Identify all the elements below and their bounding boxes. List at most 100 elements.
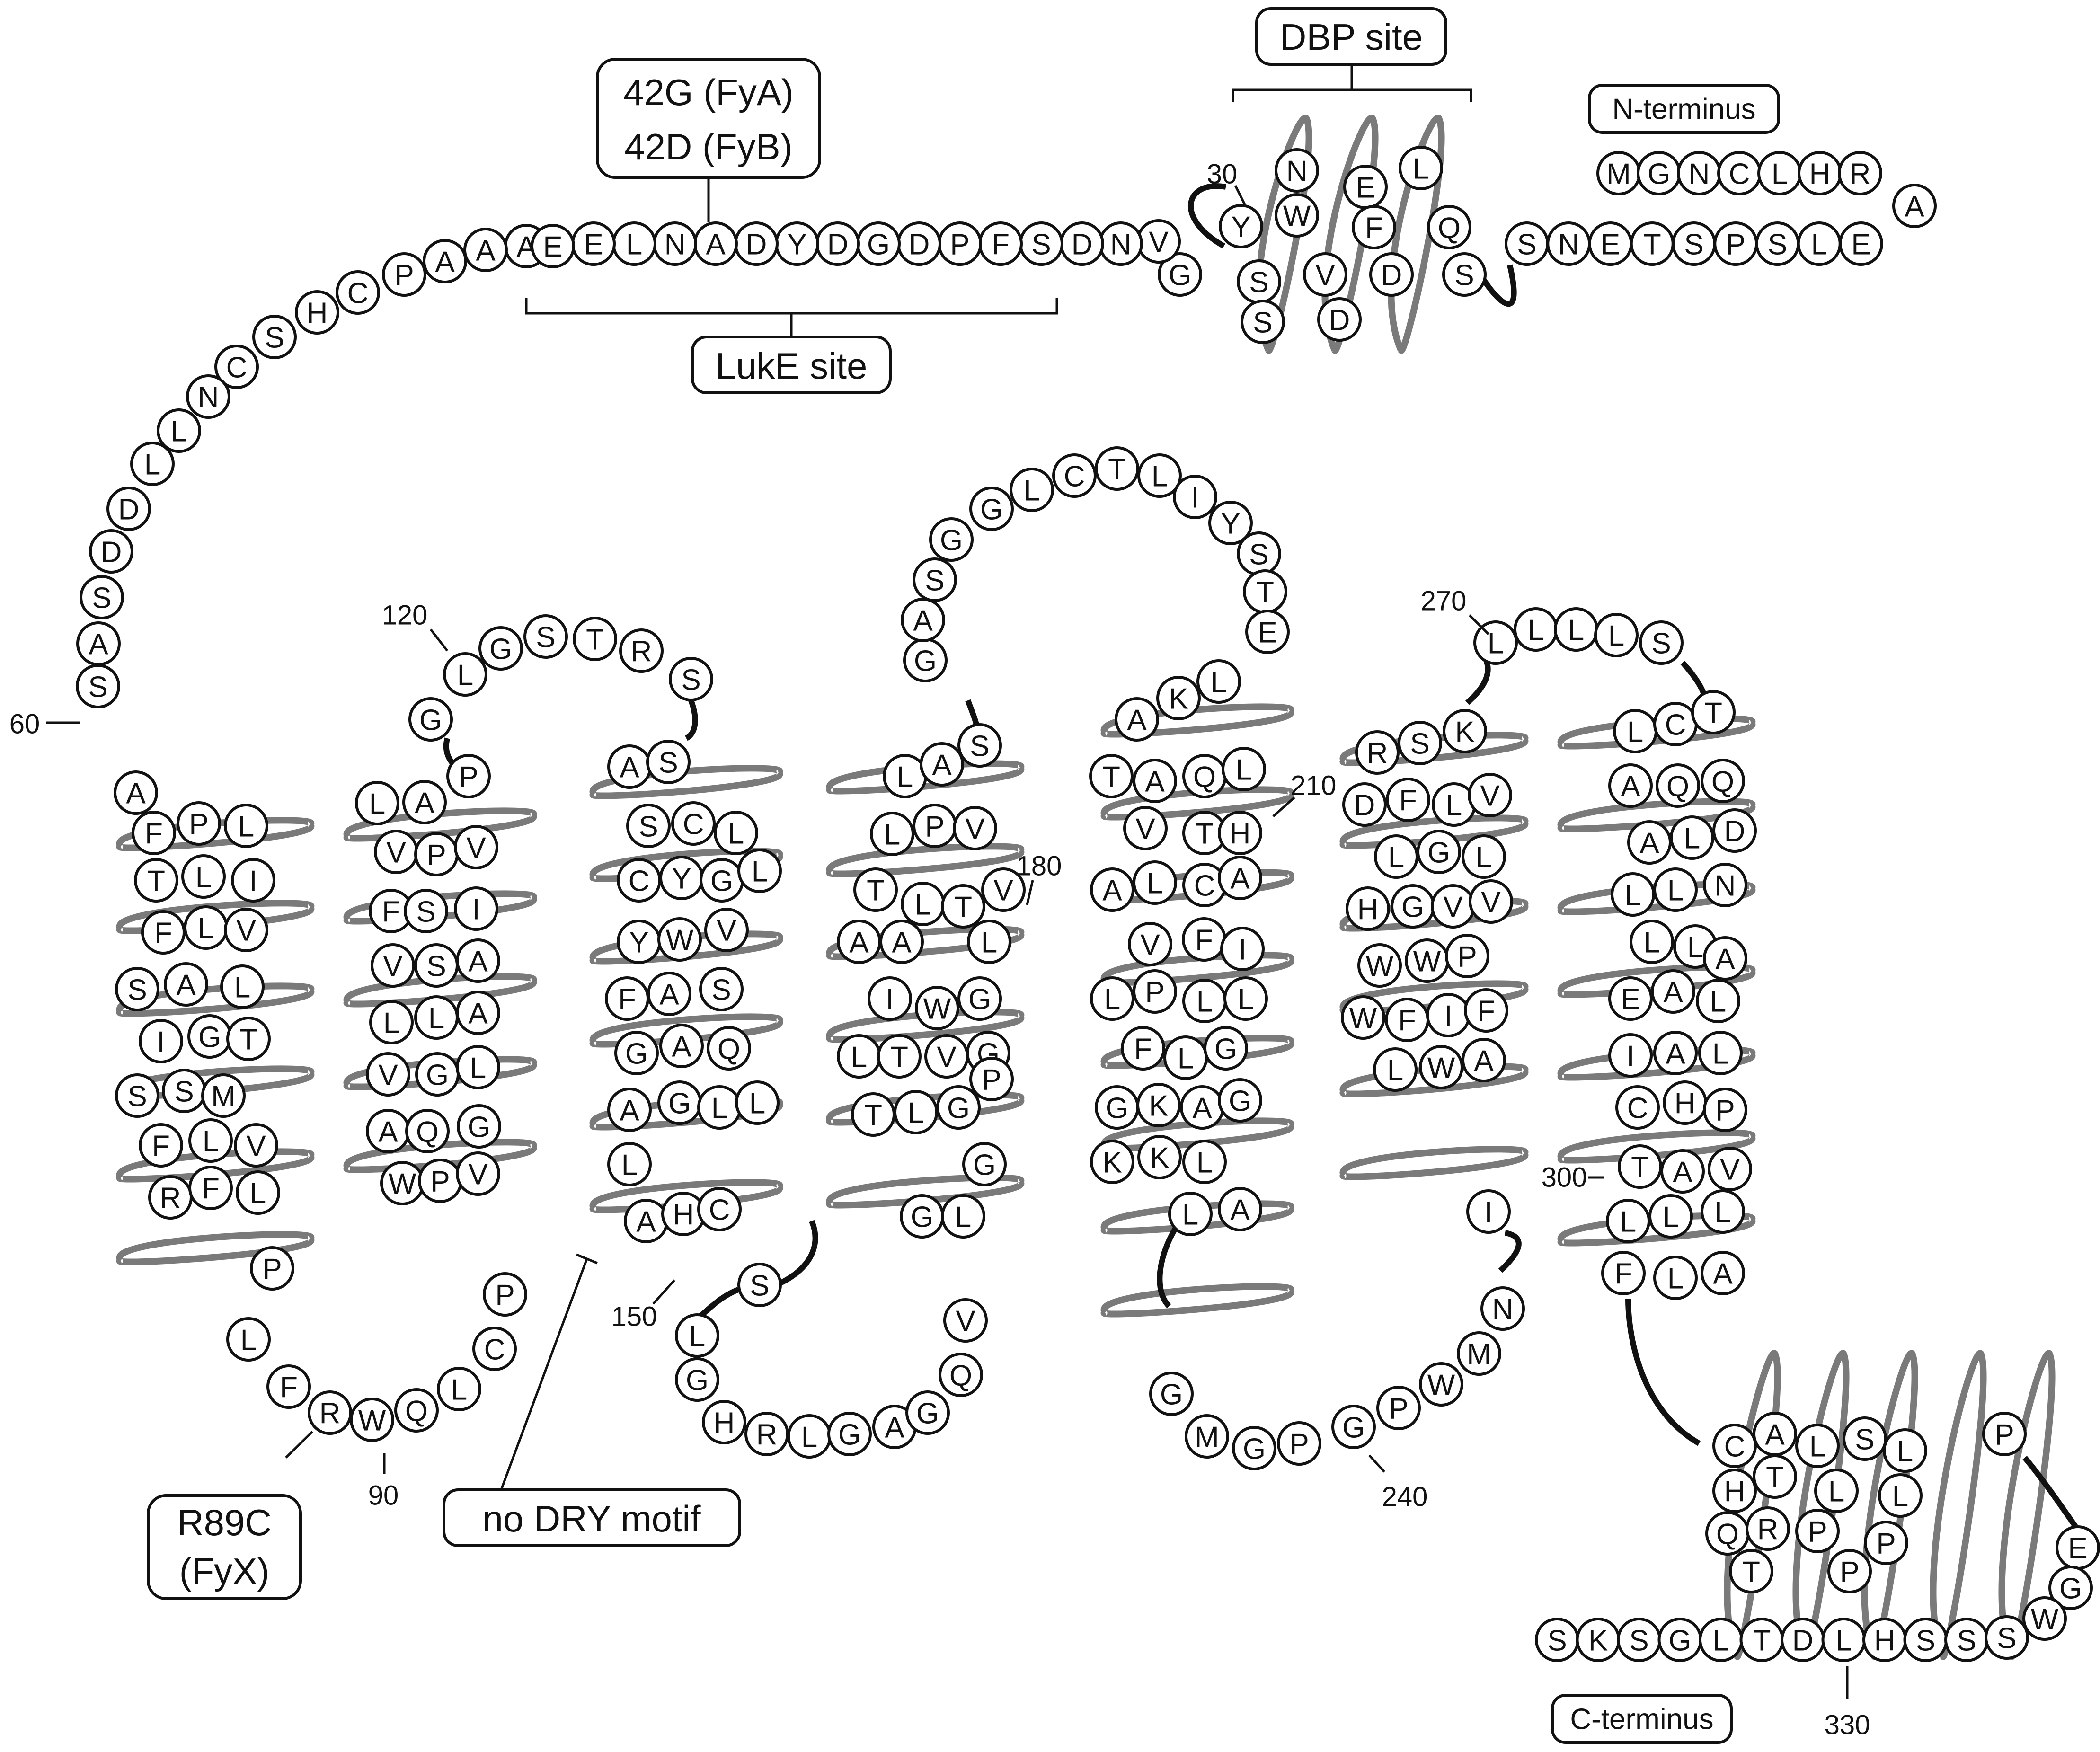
residue-circle [186,374,230,419]
residue-letter: F [1477,995,1495,1028]
residue-circle [1618,1144,1662,1189]
residue-letter: K [1150,1142,1169,1175]
residue-letter: I [1191,482,1199,514]
residue-letter: Q [1438,212,1461,245]
top-chain-6: P [938,221,982,266]
residue-circle [905,1390,950,1435]
ecl1-1: L [443,652,487,697]
residue-circle [936,1085,981,1130]
residue-letter: I [1626,1040,1634,1073]
residue-circle [1443,709,1487,753]
residue-circle [1133,759,1177,803]
residue-letter: G [686,1364,709,1397]
residue-letter: W [2031,1603,2059,1636]
residue-letter: L [1024,475,1040,507]
dbp-11: Q [1427,205,1471,249]
ecl1-4: T [573,617,617,661]
residue-letter: T [954,891,972,924]
residue-circle [1220,927,1265,971]
residue-circle [657,917,702,962]
helix8-5: R [1746,1506,1790,1551]
residue-letter: F [152,1130,170,1163]
residue-letter: Q [1193,761,1216,794]
residue-letter: A [1102,875,1122,907]
top-chain-11: D [734,221,779,266]
helix8-6: T [1729,1549,1773,1593]
residue-circle [675,1357,719,1402]
residue-circle [394,1388,439,1433]
residue-number-90: 90 [368,1480,399,1511]
residue-circle [188,1118,233,1163]
residue-letter: L [1528,614,1544,647]
residue-circle [853,867,898,912]
tm2-1: A [402,780,447,824]
residue-letter: D [827,229,849,261]
residue-letter: L [908,1097,924,1130]
residue-circle [1712,1424,1757,1468]
tm3-15: G [614,1031,659,1075]
residue-letter: F [145,818,163,850]
residue-letter: H [307,297,328,330]
dbp-site-label: DBP site [1255,7,1447,66]
ecl2-12: T [1243,569,1287,614]
tm2-20: G [457,1104,501,1149]
residue-letter: F [1365,212,1383,245]
residue-circle [1275,193,1319,238]
residue-circle [252,315,297,359]
residue-letter: S [1957,1625,1976,1657]
tm5-7: V [1123,806,1168,850]
tm2-15: V [366,1052,410,1097]
tm1-9: S [115,967,159,1011]
residue-circle [868,976,912,1021]
residue-circle [1133,969,1177,1014]
icl2-10: V [943,1298,988,1343]
residue-letter: E [543,231,562,264]
residue-circle [1303,252,1347,297]
residue-letter: A [1715,943,1735,976]
residue-letter: F [382,896,400,929]
residue-circle [1219,204,1263,248]
tm6-10: H [1346,886,1390,931]
residue-letter: L [1892,1480,1908,1513]
residue-letter: D [909,229,930,261]
ecl2-6: C [1052,453,1097,498]
residue-letter: W [1349,1002,1377,1035]
tm3-25: C [697,1187,742,1231]
residue-circle [141,910,186,955]
residue-circle [371,943,415,988]
residue-letter: T [1704,697,1722,730]
residue-circle [236,1170,280,1215]
residue-circle [1464,988,1508,1033]
residue-circle [446,754,491,798]
tm5-6: L [1222,747,1266,791]
nterm-a: A [1892,184,1937,228]
dbp-7: E [1343,165,1388,209]
residue-letter: F [280,1372,298,1404]
dbp-8: F [1352,205,1396,249]
tm7-16: A [1651,969,1695,1014]
residue-letter: L [626,229,642,261]
residue-letter: Y [1221,508,1240,540]
residue-letter: E [1601,229,1620,261]
residue-letter: L [240,1324,257,1357]
nterm-bottom-3: T [1630,221,1675,266]
tm1-16: S [162,1069,206,1113]
residue-circle [423,239,467,283]
ecl1-3: S [523,614,568,659]
residue-circle [437,1367,481,1411]
svg-text:(FyX): (FyX) [179,1550,270,1592]
tm6-13: V [1469,879,1513,924]
residue-letter: P [950,229,969,261]
top-chain-5: F [978,221,1023,266]
tm6-7: L [1374,834,1418,879]
top-chain-27: D [106,487,151,531]
tm2-16: G [415,1052,460,1097]
nterm-top-6: R [1838,151,1882,195]
residue-circle [1156,676,1201,720]
residue-circle [1341,995,1385,1040]
residue-letter: Q [416,1116,439,1149]
residue-letter: N [1689,158,1710,191]
residue-circle [939,1353,983,1397]
tick-120 [430,628,448,652]
